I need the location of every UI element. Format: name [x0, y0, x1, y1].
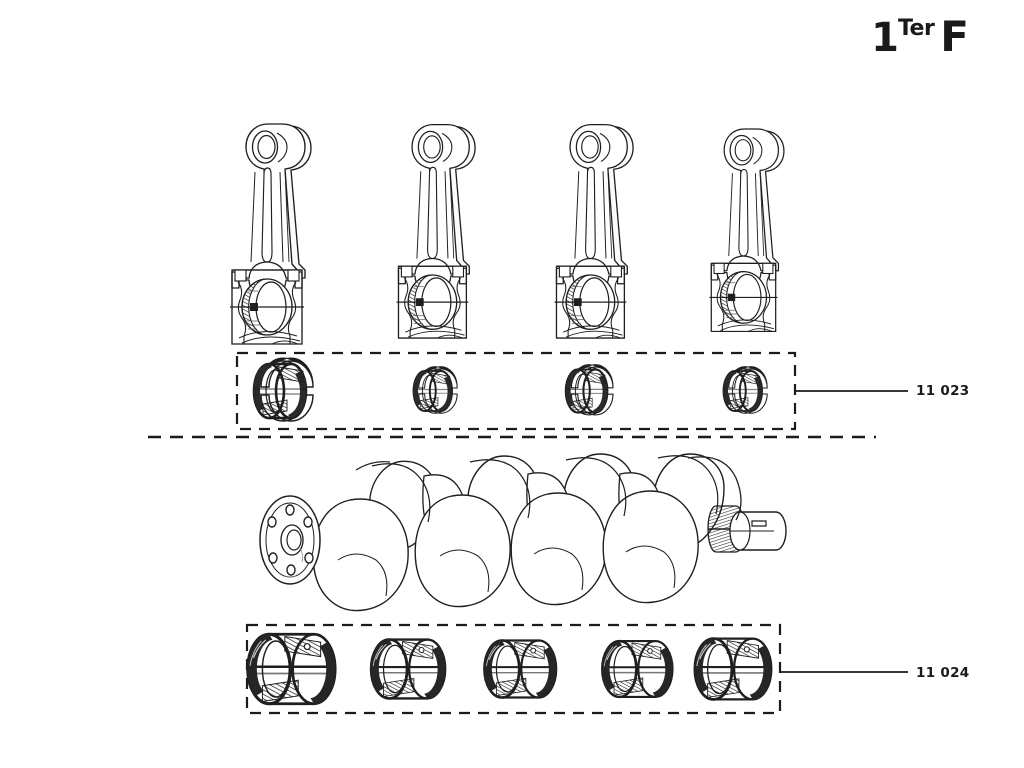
- crankshaft-assembly: [259, 453, 787, 612]
- keyway: [751, 520, 767, 527]
- rod-bearing-group: [235, 351, 908, 431]
- main-bearing-shell-3: [483, 639, 558, 699]
- crankshaft-nose-shaft: [729, 511, 787, 551]
- rod-bearing-shell-3: [564, 363, 615, 417]
- crankshaft-front-webs: [312, 490, 699, 612]
- crankshaft-web-depth-lines: [355, 455, 719, 523]
- connecting-rod-4: [708, 128, 785, 333]
- logo-superscript: Ter: [897, 16, 935, 41]
- main-bearing-shell-2: [369, 638, 447, 700]
- crankshaft-flywheel-flange: [259, 495, 321, 585]
- logo-suffix: F: [940, 12, 969, 61]
- connecting-rod-1: [229, 123, 312, 345]
- connecting-rod-3: [553, 123, 634, 339]
- connecting-rod-group: [229, 123, 785, 345]
- part-number-11024: 11 024: [916, 665, 970, 681]
- rod-bearing-shell-1: [252, 356, 315, 423]
- main-bearing-shell-1: [246, 632, 337, 706]
- main-bearing-shell-5: [693, 637, 773, 701]
- main-bearing-group: [245, 623, 908, 715]
- rod-bearing-shell-4: [722, 365, 769, 415]
- rod-bearing-dashed-box: [235, 351, 797, 431]
- logo-prefix: 1: [871, 15, 899, 61]
- connecting-rod-2: [395, 123, 476, 339]
- part-number-11023: 11 023: [916, 383, 970, 399]
- flange-bolt-holes: [267, 504, 314, 576]
- main-bearing-shell-4: [601, 639, 674, 699]
- rod-bearing-shell-2: [412, 365, 459, 415]
